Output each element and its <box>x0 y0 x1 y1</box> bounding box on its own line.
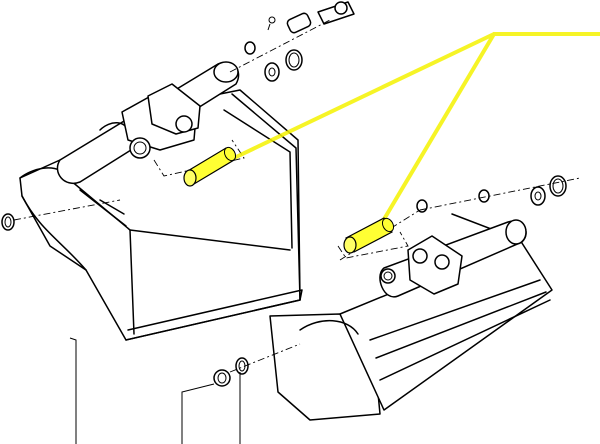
left-retaining-ring <box>1 199 121 231</box>
bucket-small <box>269 213 553 421</box>
highlighted-pin-lower <box>343 217 395 254</box>
bucket-large <box>19 61 303 341</box>
highlight-callout <box>232 32 600 228</box>
upper-pin-hardware <box>229 1 355 82</box>
leader-lines <box>69 337 241 444</box>
highlighted-pin-upper <box>183 146 237 187</box>
